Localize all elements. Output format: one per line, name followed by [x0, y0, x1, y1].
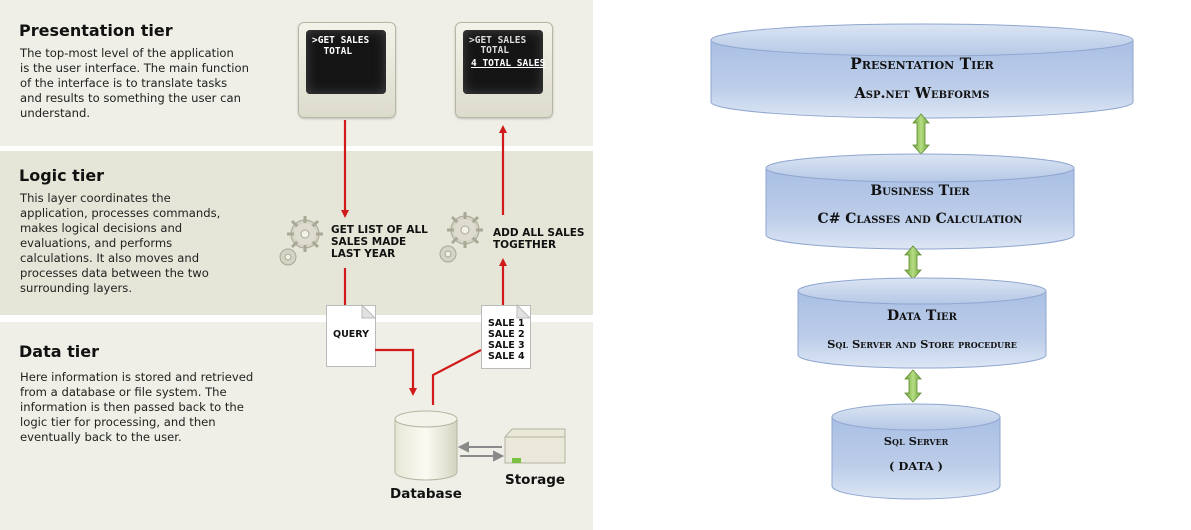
- gears-right-icon: [439, 212, 483, 263]
- sale-2-label: SALE 2: [488, 329, 525, 340]
- connector-2-icon: [904, 245, 922, 280]
- logic-right-label: ADD ALL SALES TOGETHER: [493, 227, 585, 251]
- connector-3-icon: [904, 369, 922, 403]
- data-tier-title: Data tier: [19, 342, 99, 361]
- data-tier-name: Data Tier: [887, 308, 957, 324]
- presentation-tier-sub: Asp.net Webforms: [854, 85, 990, 102]
- sales-document-icon: [481, 305, 531, 369]
- sql-server-cylinder: [831, 403, 1001, 500]
- screen-left-line-1: >GET SALES: [312, 35, 370, 46]
- database-storage-arrows: [457, 441, 505, 462]
- screen-left-line-2: TOTAL: [312, 46, 353, 57]
- business-tier-cylinder: [765, 153, 1075, 250]
- monitor-right-icon: [455, 22, 553, 118]
- screen-right-line-1: >GET SALES: [469, 35, 527, 46]
- data-tier-description: Here information is stored and retrieved…: [20, 370, 254, 444]
- sql-server-name: Sql Server: [883, 434, 949, 448]
- sql-server-sub: ( DATA ): [888, 459, 943, 473]
- storage-icon: [504, 428, 566, 464]
- flow-arrow-request: [341, 120, 417, 396]
- storage-label: Storage: [505, 472, 566, 488]
- presentation-tier-cylinder: [710, 23, 1134, 119]
- business-tier-sub: C# Classes and Calculation: [817, 211, 1023, 227]
- logic-left-label: GET LIST OF ALL SALES MADE LAST YEAR: [331, 224, 428, 260]
- logic-tier-title: Logic tier: [19, 166, 105, 185]
- monitor-right-screen: [463, 30, 543, 94]
- screen-right-line-3: 4 TOTAL SALES: [471, 58, 546, 69]
- monitor-left-icon: [298, 22, 396, 118]
- sale-1-label: SALE 1: [488, 318, 525, 329]
- flow-arrow-response: [431, 125, 507, 405]
- connector-1-icon: [912, 113, 930, 155]
- database-label: Database: [390, 486, 462, 502]
- sale-3-label: SALE 3: [488, 340, 525, 351]
- query-label: QUERY: [333, 329, 369, 340]
- monitor-left-screen: [306, 30, 386, 94]
- sale-4-label: SALE 4: [488, 351, 525, 362]
- logic-tier-description: This layer coordinates the application, …: [20, 191, 221, 295]
- data-tier-sub: Sql Server and Store procedure: [827, 337, 1017, 351]
- business-tier-name: Business Tier: [870, 183, 970, 199]
- left-diagram-graphics: [279, 120, 566, 481]
- data-tier-cylinder: [797, 277, 1047, 369]
- presentation-tier-description: The top-most level of the application is…: [20, 46, 249, 120]
- screen-right-line-2: TOTAL: [469, 45, 510, 56]
- presentation-tier-title: Presentation tier: [19, 21, 173, 40]
- presentation-tier-name: Presentation Tier: [850, 54, 994, 73]
- database-icon: [394, 410, 458, 481]
- gears-left-icon: [279, 216, 323, 266]
